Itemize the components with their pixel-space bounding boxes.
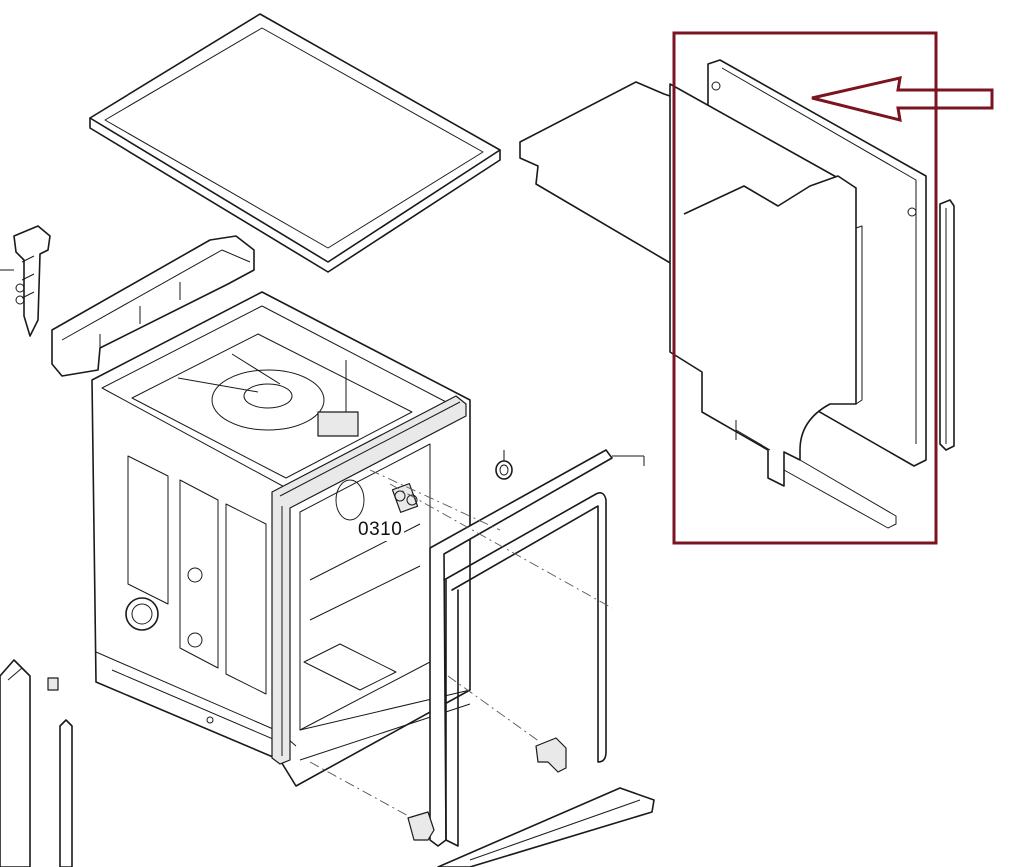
tub-body [91, 291, 471, 787]
top-cover [89, 13, 501, 273]
hinge-bracket-left [0, 225, 51, 337]
top-rail [51, 235, 255, 377]
door-seal-frame [429, 449, 645, 847]
door-panel-left [0, 659, 73, 867]
assembly-lines [309, 469, 613, 819]
washer [495, 450, 513, 480]
bottom-trim-strip [437, 787, 655, 867]
highlight-box [672, 31, 938, 545]
side-trim-strip [939, 199, 955, 451]
part-label-0310: 0310 [356, 519, 405, 541]
bottom-bracket [407, 737, 567, 841]
highlight-overlay [672, 31, 994, 545]
side-panel [669, 59, 927, 529]
highlight-arrow-icon [811, 76, 994, 123]
